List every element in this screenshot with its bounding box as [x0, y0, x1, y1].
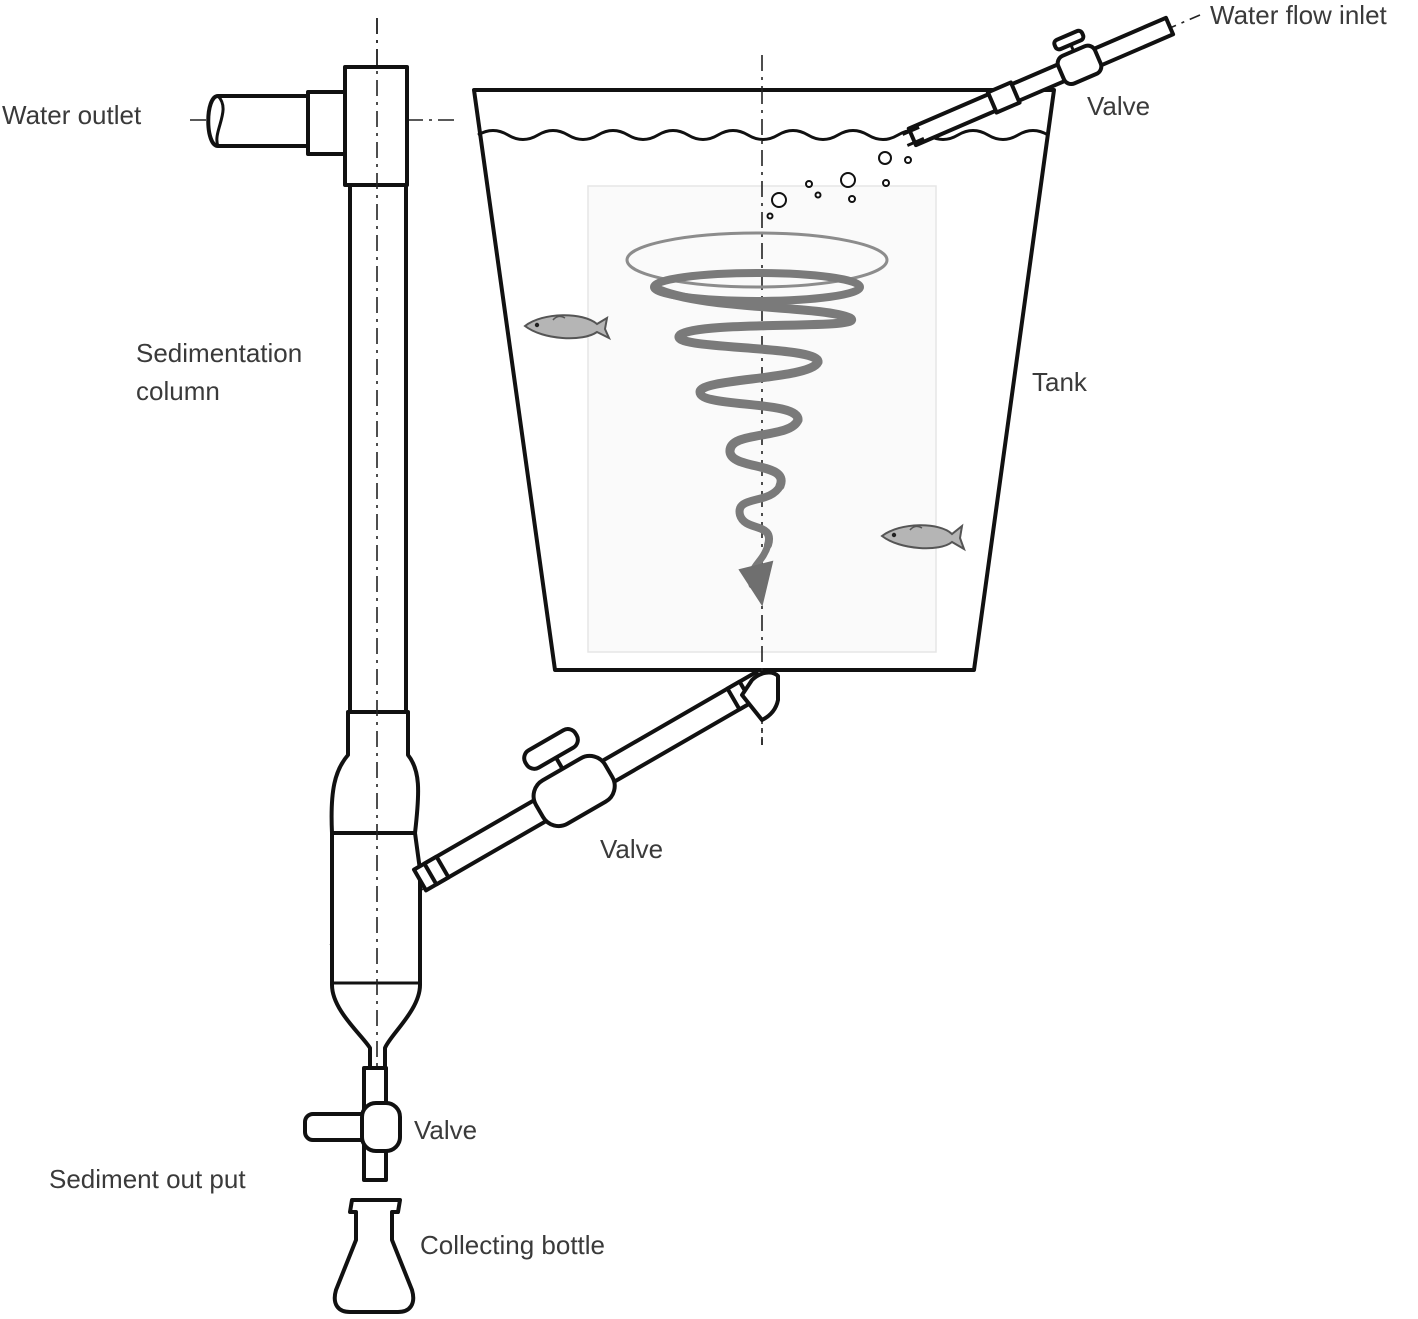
- flask-icon: [332, 1198, 416, 1314]
- label-sediment-output: Sediment out put: [49, 1164, 246, 1194]
- label-water-outlet: Water outlet: [2, 100, 142, 130]
- fish-icon: [523, 314, 612, 341]
- label-valve-bottom: Valve: [414, 1115, 477, 1145]
- valve-icon: [531, 753, 617, 829]
- vortex-icon: [625, 231, 889, 607]
- bubble-icon: [904, 156, 912, 164]
- inlet-pipe: [902, 15, 1176, 148]
- label-valve-inlet: Valve: [1087, 91, 1150, 121]
- label-water-flow-inlet: Water flow inlet: [1210, 0, 1388, 30]
- label-collecting-bottle: Collecting bottle: [420, 1230, 605, 1260]
- bubble-icon: [771, 192, 787, 208]
- bubble-icon: [848, 195, 856, 203]
- label-sedimentation-column-2: column: [136, 376, 220, 406]
- bubble-icon: [814, 191, 822, 199]
- bubbles: [766, 151, 912, 220]
- bottom-valve: [303, 1066, 402, 1182]
- connecting-pipe: [412, 670, 780, 893]
- tank: [472, 88, 1056, 745]
- bubble-icon: [840, 172, 856, 188]
- water-surface: [477, 129, 1049, 141]
- bubble-icon: [766, 212, 774, 220]
- label-valve-middle: Valve: [600, 834, 663, 864]
- bubble-icon: [878, 151, 892, 165]
- fish-icon: [880, 523, 966, 552]
- sedimentation-column: [206, 18, 422, 1080]
- bubble-icon: [882, 179, 890, 187]
- bubble-icon: [805, 180, 813, 188]
- settling-chamber: [329, 710, 422, 1070]
- water-outlet-pipe: [206, 94, 314, 148]
- labels: Water flow inlet Valve Water outlet Sedi…: [2, 0, 1388, 1260]
- valve-icon: [360, 1101, 402, 1153]
- label-sedimentation-column-1: Sedimentation: [136, 338, 302, 368]
- valve-icon: [1055, 43, 1104, 87]
- label-tank: Tank: [1032, 367, 1088, 397]
